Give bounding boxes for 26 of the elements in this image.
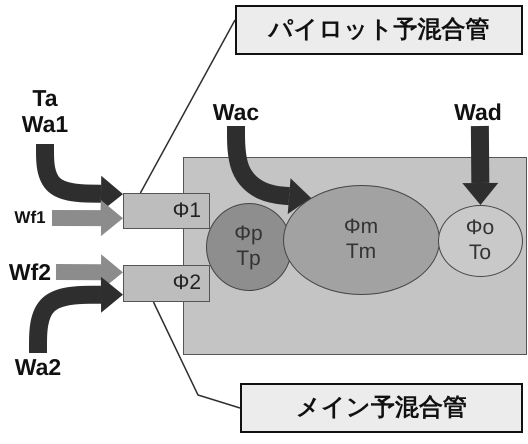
flow-label: Wf2 <box>8 258 52 286</box>
variable-label: Φm <box>344 215 378 240</box>
flow-arrow <box>52 200 123 236</box>
flow-label: Wa1 <box>22 111 68 138</box>
flow-arrow <box>462 126 498 205</box>
callout-label: メイン予混合管 <box>296 394 467 422</box>
variable-label: Φo <box>466 216 494 240</box>
variable-label: To <box>468 240 492 265</box>
flow-label: Ta <box>32 84 58 111</box>
callout-box <box>240 383 523 433</box>
tube-box <box>123 193 210 229</box>
flow-arrow <box>227 124 312 214</box>
flow-label: Wa2 <box>14 354 62 380</box>
flow-label: Wad <box>454 98 502 126</box>
flow-label: Wac <box>212 98 260 126</box>
variable-label: Φ2 <box>172 271 201 296</box>
variable-label: Tp <box>236 246 261 271</box>
callout-label: パイロット予混合管 <box>268 16 490 44</box>
callout-box <box>235 5 523 55</box>
variable-label: Φp <box>234 222 263 246</box>
tube-box <box>123 265 210 302</box>
variable-label: Tm <box>346 240 376 264</box>
leader-line <box>140 20 236 194</box>
variable-label: Φ1 <box>172 198 201 224</box>
leader-line <box>152 302 240 409</box>
flow-label: Wf1 <box>14 208 46 228</box>
